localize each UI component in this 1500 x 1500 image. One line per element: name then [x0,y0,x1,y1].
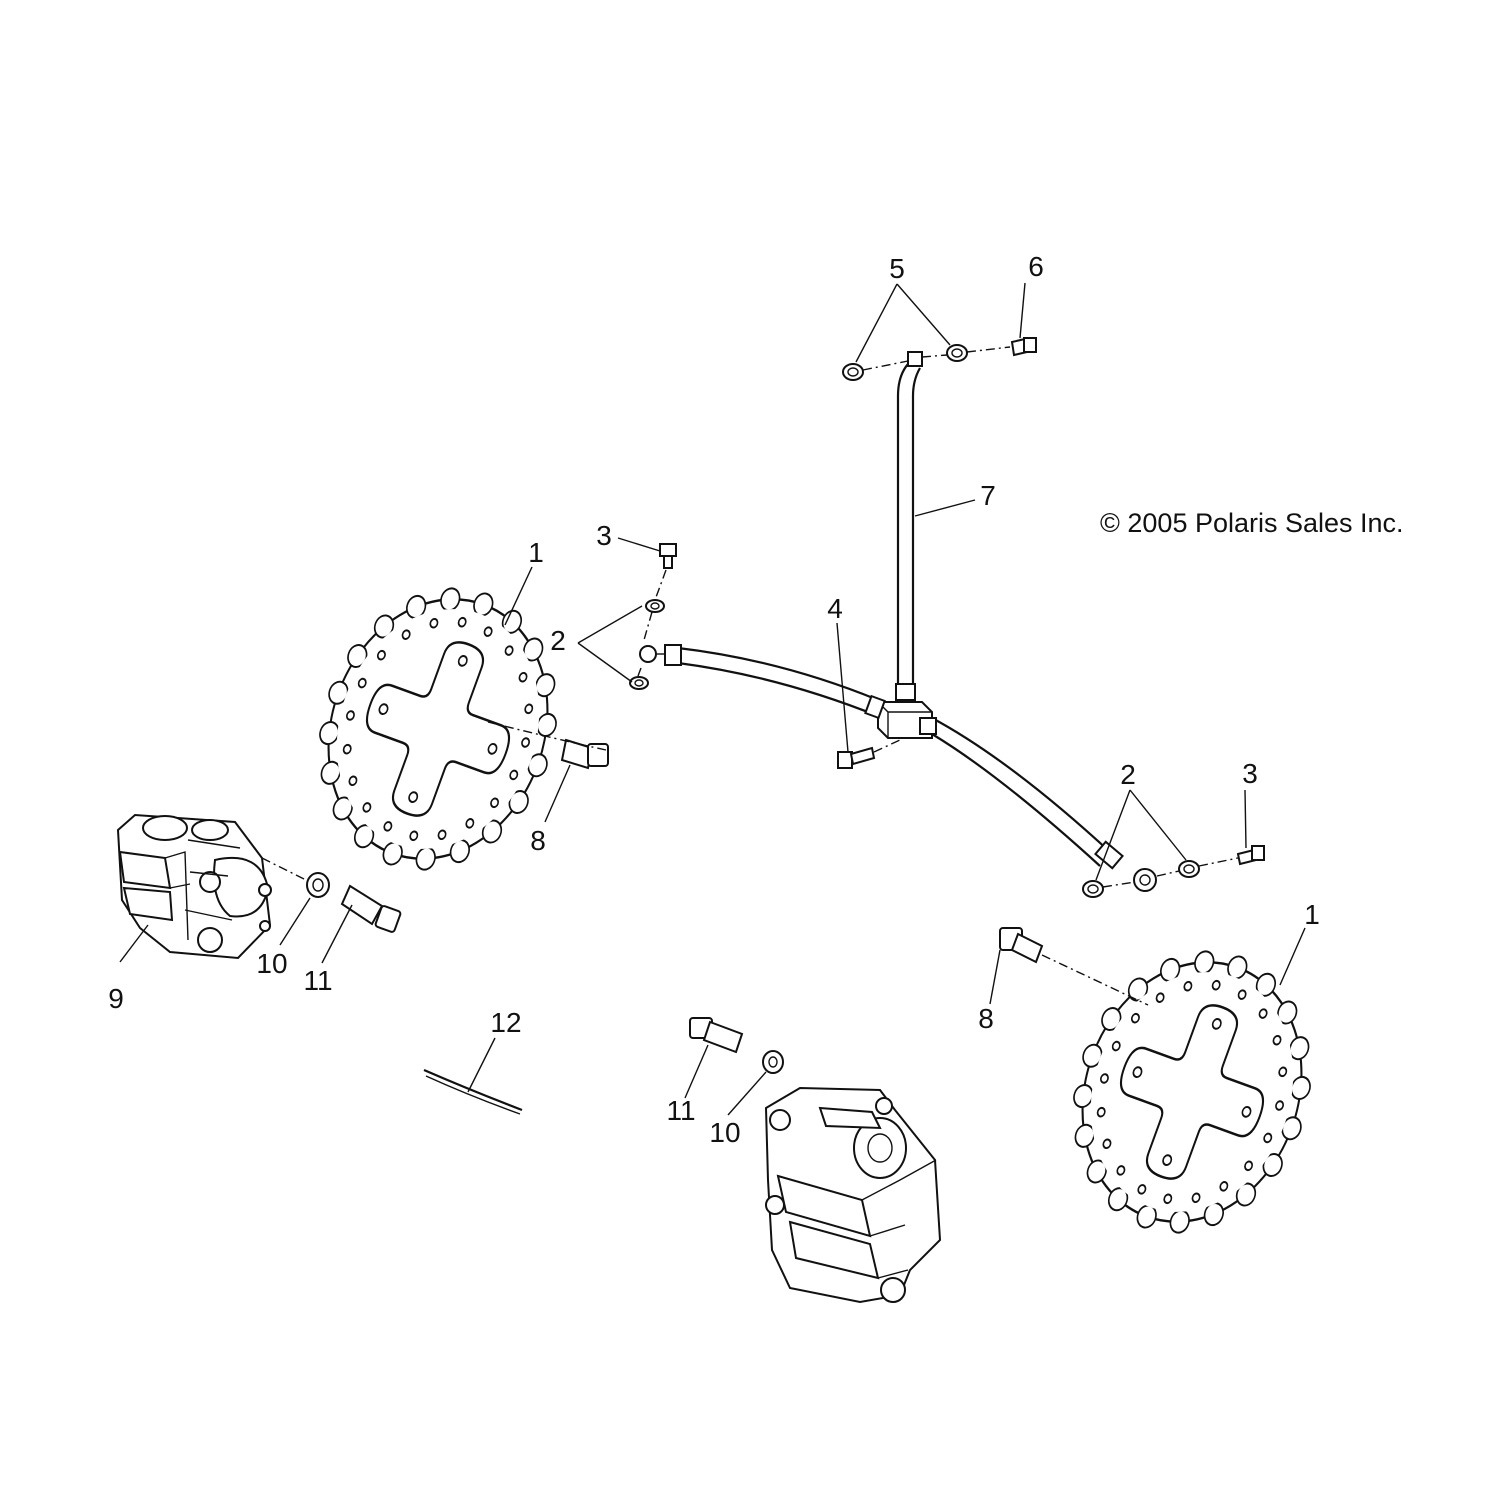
callout-10-left: 10 [256,948,287,979]
disc-scallop [1086,1159,1107,1184]
callout-8-right: 8 [978,1003,994,1034]
disc-scallop [1289,1036,1310,1061]
disc-vent-hole [483,626,493,637]
disc-vent-hole [521,737,530,748]
disc-vent-hole [524,703,534,715]
disc-vent-hole [357,677,367,689]
disc-scallop [1277,1000,1298,1025]
disc-vent-hole [1183,980,1193,992]
callout-labels: 1 1 2 2 3 3 4 5 6 7 8 8 9 10 10 11 11 12 [108,251,1320,1148]
disc-vent-hole [518,671,528,683]
disc-vent-hole [1275,1100,1284,1111]
disc-vent-hole [383,821,393,832]
callout-2-right: 2 [1120,759,1136,790]
disc-scallop [373,614,395,639]
disc-vent-hole [1137,1184,1147,1195]
fasteners [261,337,1265,1115]
disc-vent-hole [348,775,358,787]
brake-caliper-left [116,813,272,960]
callout-1-right: 1 [1304,899,1320,930]
callout-3-left: 3 [596,520,612,551]
disc-scallop [1074,1123,1095,1148]
disc-vent-hole [362,802,372,813]
disc-scallop [406,594,427,619]
brake-disc-left [319,587,557,871]
disc-vent-hole [1219,1181,1229,1192]
callout-3-right: 3 [1242,758,1258,789]
disc-scallop [523,637,544,662]
disc-scallop [449,839,470,864]
disc-vent-hole [504,645,514,656]
disc-vent-hole [509,769,519,781]
callout-7: 7 [980,480,996,511]
disc-scallop [481,819,503,844]
callout-2-left: 2 [550,625,566,656]
disc-vent-hole [1263,1132,1273,1144]
disc-vent-hole [1100,1073,1109,1084]
disc-vent-hole [1237,989,1247,1000]
disc-scallop [1203,1202,1224,1227]
callout-9: 9 [108,983,124,1014]
brake-line-assembly [639,351,1157,892]
disc-vent-hole [1211,979,1221,991]
disc-vent-hole [1096,1106,1106,1118]
leader-lines [119,282,1306,1116]
disc-vent-hole [457,616,467,628]
disc-scallop [320,760,341,785]
disc-vent-hole [490,797,500,809]
disc-vent-hole [376,649,386,661]
disc-vent-hole [1244,1160,1254,1172]
disc-vent-hole [465,818,475,829]
disc-vent-hole [429,617,439,629]
disc-vent-hole [409,830,419,842]
disc-vent-hole [346,710,355,721]
callout-11-left: 11 [303,965,332,996]
disc-vent-hole [1116,1165,1126,1176]
callout-8-left: 8 [530,825,546,856]
disc-vent-hole [1191,1192,1201,1204]
disc-vent-hole [1155,992,1165,1003]
disc-vent-hole [1258,1008,1268,1019]
callout-11-right: 11 [666,1095,695,1126]
disc-vent-hole [1130,1012,1140,1024]
disc-vent-hole [1272,1034,1282,1046]
copyright-text: © 2005 Polaris Sales Inc. [1100,508,1404,538]
disc-holes [1096,979,1288,1205]
disc-scallop [1127,977,1149,1002]
disc-vent-hole [1163,1193,1173,1205]
disc-vent-hole [342,743,352,755]
callout-12: 12 [490,1007,521,1038]
callout-10-right: 10 [709,1117,740,1148]
disc-vent-hole [437,829,447,841]
disc-vent-hole [1102,1138,1112,1150]
disc-scallop [535,673,556,698]
disc-scallop [332,796,353,821]
callout-1-left: 1 [528,537,544,568]
disc-vent-hole [1111,1040,1121,1052]
callout-5: 5 [889,253,905,284]
disc-vent-hole [1278,1066,1288,1078]
disc-scallop [1235,1182,1257,1207]
disc-vent-hole [401,629,411,640]
callout-6: 6 [1028,251,1044,282]
callout-4: 4 [827,593,843,624]
disc-scallop [1160,957,1181,982]
brake-disc-right [1073,950,1311,1234]
brake-caliper-right [764,1086,942,1304]
disc-holes [342,616,534,842]
